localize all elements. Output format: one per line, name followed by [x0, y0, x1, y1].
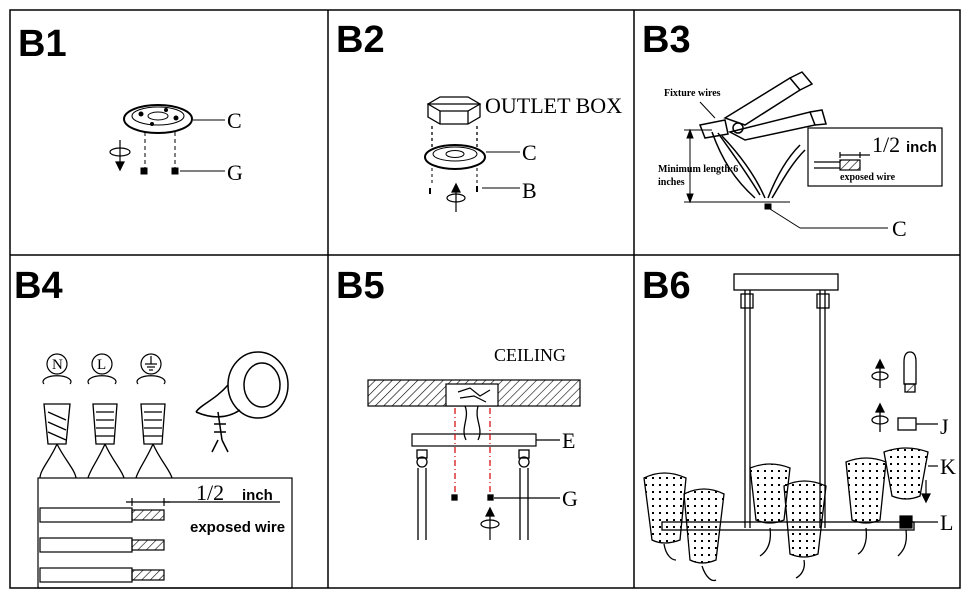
panel-title-b2: B2 [336, 19, 385, 61]
label-inch: inch [906, 139, 937, 156]
leader-lines [899, 465, 938, 529]
label-j: J [940, 414, 949, 439]
bulb-icon [871, 351, 917, 393]
measure-bracket [684, 101, 888, 229]
downrods [416, 405, 560, 540]
outlet-box-illustration [426, 96, 482, 150]
rotate-arrow-icon [480, 506, 500, 540]
label-fixture-wires: Fixture wires [664, 88, 721, 99]
panel-title-b1: B1 [18, 23, 67, 65]
label-exposed-wire: exposed wire [840, 172, 896, 183]
panel-title-b3: B3 [642, 19, 691, 61]
panel-title-b5: B5 [336, 265, 385, 307]
label-half-inch: 1/2 [196, 480, 224, 505]
live-symbol-icon [87, 353, 117, 385]
panel-b5: B5 CEILING [336, 265, 581, 540]
panel-b6: B6 [642, 265, 956, 582]
exposed-wire-chart [37, 477, 293, 589]
label-half-inch: 1/2 [872, 132, 900, 157]
glass-shades [643, 447, 929, 564]
panel-title-b4: B4 [14, 265, 63, 307]
label-ceiling: CEILING [494, 345, 566, 365]
label-n: N [52, 357, 63, 373]
panel-title-b6: B6 [642, 265, 691, 307]
label-min-length-unit: inches [658, 177, 685, 188]
exposed-wire-inset [807, 127, 943, 187]
red-guide-lines [454, 408, 491, 495]
label-min-length: Minimum length:6 [658, 164, 738, 175]
ring-j-icon [871, 402, 938, 432]
ceiling-slab [367, 379, 581, 407]
label-l: L [940, 510, 953, 535]
tape-roll-icon [195, 351, 289, 453]
label-c: C [892, 216, 907, 241]
rotate-arrow-icon [446, 182, 466, 212]
shade-arms [663, 527, 908, 582]
label-b: B [522, 178, 537, 203]
label-g: G [562, 486, 578, 511]
label-c: C [522, 140, 537, 165]
panel-b4: B4 N L [14, 265, 293, 589]
canopy-plate-illustration [424, 144, 520, 194]
rotate-arrow-icon [109, 140, 131, 172]
label-exposed-wire: exposed wire [190, 519, 285, 536]
ground-symbol-icon [136, 353, 166, 385]
panel-grid [9, 9, 961, 589]
label-k: K [940, 454, 956, 479]
label-g: G [227, 160, 243, 185]
canopy-plate-illustration [123, 104, 225, 175]
wire-nuts-illustration [39, 403, 173, 479]
label-l: L [97, 357, 106, 373]
label-c: C [227, 108, 242, 133]
label-e: E [562, 428, 575, 453]
label-outlet-box: OUTLET BOX [485, 93, 622, 118]
panel-b3: B3 [642, 19, 943, 241]
mounting-bar [411, 433, 560, 447]
neutral-symbol-icon [42, 353, 72, 385]
wire-stripper-icon [698, 71, 827, 199]
label-inch: inch [242, 487, 273, 504]
panel-b1: B1 C G [18, 23, 243, 185]
panel-b2: B2 OUTLET BOX C B [336, 19, 622, 212]
